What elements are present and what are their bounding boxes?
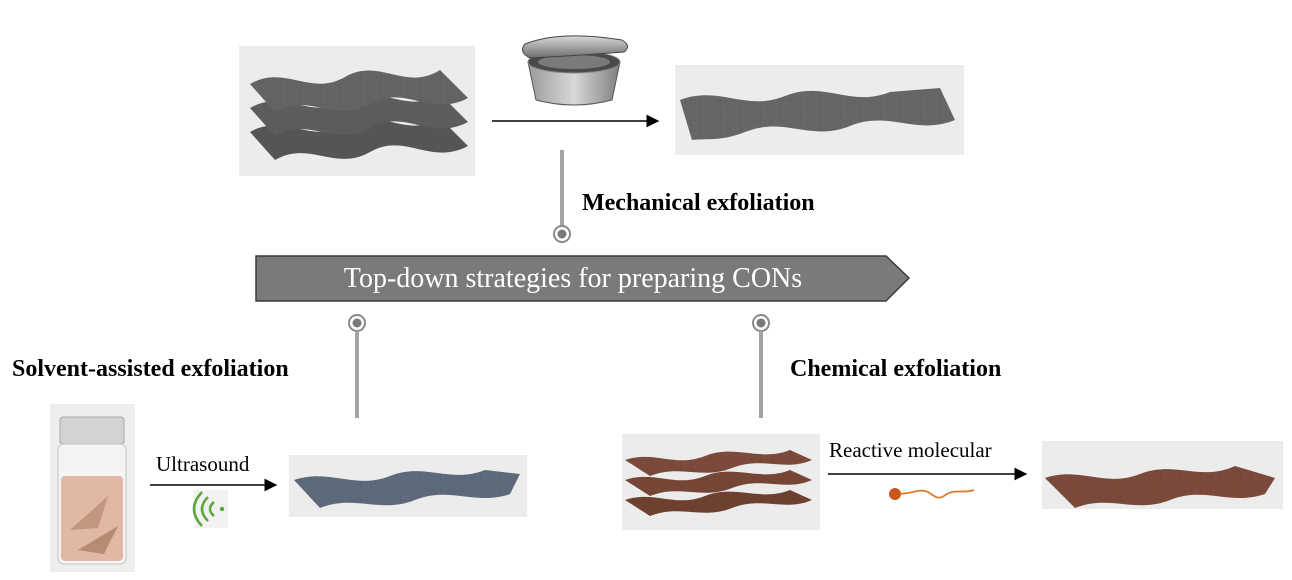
banner-title: Top-down strategies for preparing CONs (343, 263, 803, 294)
connector-solvent (348, 314, 366, 418)
exfoliated-sheet-brown (1042, 441, 1283, 509)
exfoliated-sheet-gray (675, 65, 964, 155)
bulk-layered-sheets-gray (239, 46, 475, 176)
reactive-molecular-label: Reactive molecular (829, 438, 992, 462)
chemical-exfoliation-label: Chemical exfoliation (790, 356, 1002, 382)
ultrasound-wave-icon (192, 490, 228, 528)
strategy-banner (255, 255, 911, 302)
connector-mechanical (553, 150, 571, 243)
solvent-vial-icon (50, 404, 135, 572)
connector-chemical (752, 314, 770, 418)
mortar-and-pestle-icon (521, 35, 628, 106)
bulk-layered-sheets-brown (622, 434, 820, 530)
solvent-assisted-exfoliation-label: Solvent-assisted exfoliation (12, 356, 289, 382)
exfoliated-sheet-blue (289, 455, 527, 517)
reactive-molecule-icon (889, 488, 975, 500)
mechanical-exfoliation-label: Mechanical exfoliation (582, 190, 815, 216)
ultrasound-label: Ultrasound (156, 452, 250, 476)
